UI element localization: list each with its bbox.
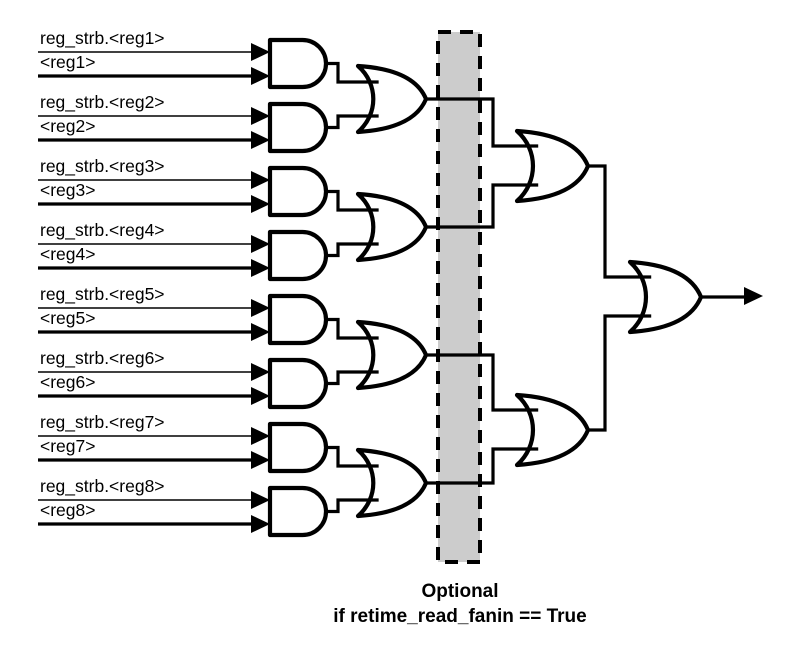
optional-caption-line2: if retime_read_fanin == True: [333, 606, 586, 627]
output-arrow: [744, 287, 763, 305]
wire-and-to-or1-3: [326, 189, 379, 212]
and-gate-reg3[interactable]: [267, 165, 329, 218]
input-label-strobe-8: reg_strb.<reg8>: [40, 476, 165, 497]
and-gate-reg7[interactable]: [267, 421, 329, 474]
wire-or1-to-or2-4: [426, 447, 539, 485]
wire-and-to-or1-6: [326, 370, 379, 386]
input-label-data-3: <reg3>: [40, 180, 95, 200]
input-label-strobe-6: reg_strb.<reg6>: [40, 348, 165, 369]
input-arrow-strobe-2: [251, 107, 270, 125]
input-label-data-7: <reg7>: [40, 436, 95, 456]
input-arrow-data-6: [251, 387, 270, 405]
or-gate-stage1-b[interactable]: [355, 191, 429, 263]
input-arrow-data-1: [251, 67, 270, 85]
input-arrow-data-5: [251, 323, 270, 341]
input-arrow-strobe-1: [251, 43, 270, 61]
wire-and-to-or1-5: [326, 317, 379, 340]
wire-and-to-or1-7: [326, 445, 379, 468]
wire-and-to-or1-1: [326, 61, 379, 84]
and-gate-reg6[interactable]: [267, 357, 329, 410]
or-gate-stage1-d[interactable]: [355, 447, 429, 519]
input-label-data-2: <reg2>: [40, 116, 95, 136]
input-arrow-data-2: [251, 131, 270, 149]
input-label-data-6: <reg6>: [40, 372, 95, 392]
or-gate-stage3-output[interactable]: [627, 259, 704, 335]
input-label-data-4: <reg4>: [40, 244, 95, 264]
wire-or1-to-or2-1: [426, 97, 539, 148]
input-label-strobe-7: reg_strb.<reg7>: [40, 412, 165, 433]
and-gate-reg5[interactable]: [267, 293, 329, 346]
optional-caption-line1: Optional: [421, 581, 498, 602]
input-label-strobe-3: reg_strb.<reg3>: [40, 156, 165, 177]
input-arrow-data-4: [251, 259, 270, 277]
input-arrow-strobe-8: [251, 491, 270, 509]
input-label-data-8: <reg8>: [40, 500, 95, 520]
input-label-strobe-5: reg_strb.<reg5>: [40, 284, 165, 305]
input-arrow-strobe-5: [251, 299, 270, 317]
input-label-strobe-1: reg_strb.<reg1>: [40, 28, 165, 49]
input-arrow-data-3: [251, 195, 270, 213]
input-label-strobe-2: reg_strb.<reg2>: [40, 92, 165, 113]
input-label-data-5: <reg5>: [40, 308, 95, 328]
wire-and-to-or1-4: [326, 242, 379, 258]
and-gate-reg1[interactable]: [267, 37, 329, 90]
optional-retime-box: [436, 30, 482, 564]
or-gate-stage1-a[interactable]: [355, 63, 429, 135]
input-label-strobe-4: reg_strb.<reg4>: [40, 220, 165, 241]
wire-and-to-or1-8: [326, 498, 379, 514]
or-gate-stage2-bottom[interactable]: [514, 392, 591, 468]
or-gate-stage1-c[interactable]: [355, 319, 429, 391]
input-label-data-1: <reg1>: [40, 52, 95, 72]
and-gate-reg2[interactable]: [267, 101, 329, 154]
and-gate-reg4[interactable]: [267, 229, 329, 282]
input-arrow-data-7: [251, 451, 270, 469]
wire-or1-to-or2-3: [426, 353, 539, 412]
input-arrow-strobe-6: [251, 363, 270, 381]
wire-and-to-or1-2: [326, 114, 379, 130]
input-arrow-data-8: [251, 515, 270, 533]
input-arrow-strobe-4: [251, 235, 270, 253]
wire-or2-to-or3-1: [588, 164, 652, 279]
input-arrow-strobe-7: [251, 427, 270, 445]
and-gate-reg8[interactable]: [267, 485, 329, 538]
wire-or1-to-or2-2: [426, 183, 539, 229]
wire-or2-to-or3-2: [588, 314, 652, 432]
input-arrow-strobe-3: [251, 171, 270, 189]
or-gate-stage2-top[interactable]: [514, 128, 591, 204]
